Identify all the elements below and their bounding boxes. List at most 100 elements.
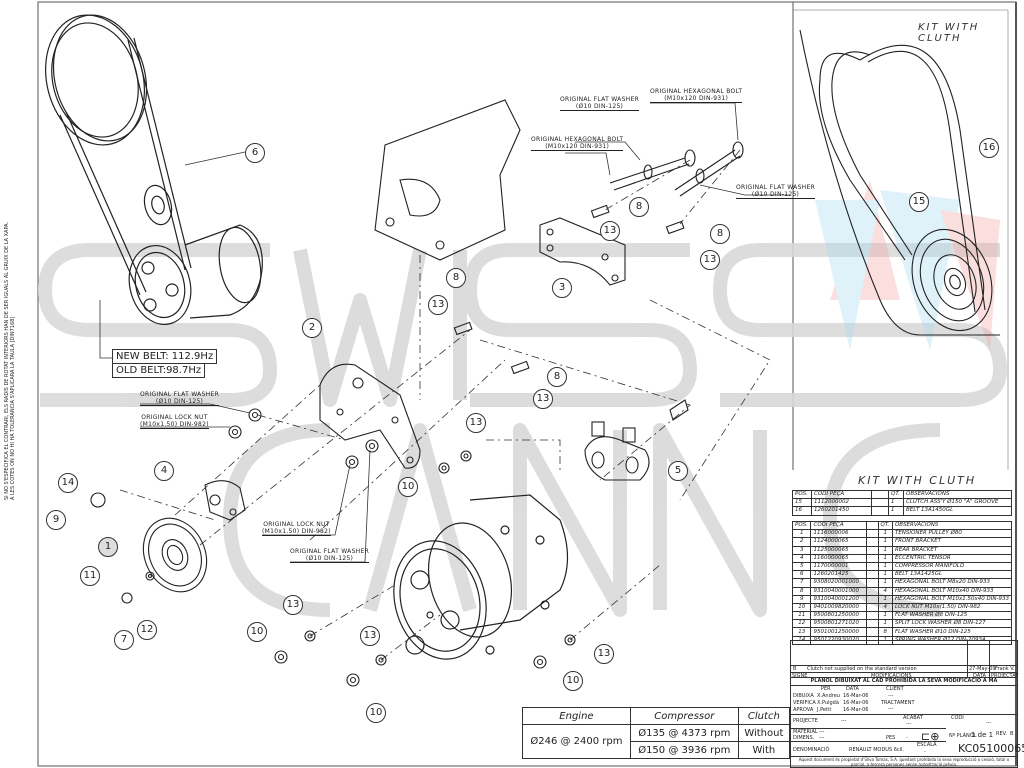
signoff-per: X.Andreu [817, 693, 840, 699]
header-pos: POS. [791, 520, 812, 531]
cell-code: 1124000065 [810, 537, 868, 547]
mod-header-index: SIGNE [792, 673, 808, 679]
spec-engine-value: Ø246 @ 2400 rpm [522, 724, 631, 759]
cell-code: 1160000065 [810, 553, 868, 563]
kit-parts-table: POS. CODI PEÇA QT. OBSERVACIONS 15 11120… [792, 489, 1012, 516]
spacer-cell [866, 529, 879, 539]
header-qty: QT. [888, 489, 904, 500]
planol-label: Nº PLÀNOL [949, 733, 977, 739]
data-label: DATA [846, 686, 859, 692]
mod-text: Clutch not supplied on the standard vers… [807, 666, 917, 672]
balloon-10-c: 10 [366, 703, 386, 723]
spacer-cell [866, 619, 879, 629]
spec-clutch-value: Without [737, 724, 791, 742]
side-note: SI NO S'ESPECIFICA EL CONTRARI, ELS RADI… [4, 222, 16, 500]
callout-flat-washer-left: ORIGINAL FLAT WASHER(Ø10 DIN-125) [140, 391, 220, 406]
cell-pos: 12 [791, 619, 812, 629]
new-belt-frequency: NEW BELT: 112.9Hz [112, 349, 218, 364]
spacer-cell [866, 553, 879, 563]
denominacio-label: DENOMINACIÓ [793, 747, 830, 753]
callout-hex-bolt-top-right: ORIGINAL HEXAGONAL BOLT(M10x120 DIN-931) [650, 88, 743, 103]
watermark-logo [38, 243, 1007, 617]
escala-value: - [924, 749, 926, 755]
balloon-10-a: 10 [398, 477, 418, 497]
signoff-date: 16-Mar-06 [843, 700, 869, 706]
balloon-10-b: 10 [247, 622, 267, 642]
cell-code: 9310040001200 [810, 594, 868, 604]
kit-table-header: POS. CODI PEÇA QT. OBSERVACIONS [792, 489, 1012, 500]
balloon-8-d: 8 [547, 367, 567, 387]
balloon-8-c: 8 [446, 268, 466, 288]
cell-pos: 6 [791, 570, 812, 580]
cell-observations: FRONT BRACKET [891, 537, 1013, 547]
spec-compressor-value: Ø150 @ 3936 rpm [629, 741, 739, 759]
spacer-cell [866, 594, 879, 604]
cell-code: 9500801250000 [810, 611, 868, 621]
spec-header-engine: Engine [522, 707, 631, 725]
cell-observations: HEXAGONAL BOLT M10x40 DIN-933 [891, 586, 1013, 596]
cad-notice: PLÀNOL DIBUIXAT AL CAD PROHIBIDA LA SEVA… [810, 678, 998, 684]
balloon-13-h: 13 [594, 644, 614, 664]
assembled-belt-drive [44, 14, 263, 326]
balloon-3: 3 [552, 278, 572, 298]
tractament-label: TRACTAMENT [881, 700, 915, 706]
balloon-10-d: 10 [563, 671, 583, 691]
cell-qty: 1 [877, 545, 893, 555]
cell-code: 9500801271020 [810, 619, 868, 629]
bolts-top [609, 141, 744, 197]
balloon-7: 7 [114, 630, 134, 650]
mod-by: Frank V. [995, 666, 1015, 672]
table-row: 15 1112000002 1 CLUTCH ASS'Y Ø150 "A" GR… [792, 498, 1012, 508]
spacer-cell [866, 537, 879, 547]
client-value: --- [888, 693, 894, 699]
cell-qty: 1 [877, 537, 893, 547]
spec-header-clutch: Clutch [737, 707, 791, 725]
cell-code: 9308020001000 [810, 578, 868, 588]
signoff-date: 16-Mar-06 [843, 693, 869, 699]
projecte-value: --- [841, 718, 847, 724]
codi-label: CODI [951, 715, 964, 721]
tractament-value: --- [888, 706, 894, 712]
balloon-13-f: 13 [283, 595, 303, 615]
projecte-label: PROJECTE [793, 718, 818, 724]
cell-qty: 1 [877, 570, 893, 580]
title-block: PLÀNOL DIBUIXAT AL CAD PROHIBIDA LA SEVA… [790, 677, 1024, 768]
header-code: CODI PEÇA [810, 520, 868, 531]
balloon-1: 1 [98, 537, 118, 557]
mod-index: B [793, 666, 797, 672]
rev-value: B [1010, 731, 1014, 737]
modifications-block: B Clutch not supplied on the standard ve… [790, 640, 1018, 679]
balloon-13-d: 13 [533, 389, 553, 409]
cell-code: 1260201450 [811, 506, 872, 516]
cell-pos: 2 [791, 537, 812, 547]
header-qty: QT. [877, 520, 893, 531]
balloon-9: 9 [46, 510, 66, 530]
signoff-per: X.Puigdà [817, 700, 839, 706]
cell-code: 9501001250000 [810, 627, 868, 637]
cell-observations: ECCENTRIC TENSOR [891, 553, 1013, 563]
spacer-cell [866, 627, 879, 637]
pulley-spec-table: Engine Compressor Clutch Ø246 @ 2400 rpm… [522, 707, 791, 759]
cell-observations: HEXAGONAL BOLT M10x1.50x40 DIN-933 [891, 594, 1013, 604]
leader-lines-top [565, 102, 790, 196]
cell-qty: 1 [877, 619, 893, 629]
signoff-per: J.Petit [817, 707, 832, 713]
rev-label: REV. [996, 731, 1007, 737]
cell-code: 1170000001 [810, 561, 868, 572]
cell-observations: FLAT WASHER Ø10 DIN-125 [891, 627, 1013, 637]
rear-bracket [539, 217, 626, 286]
cell-qty: 1 [877, 553, 893, 563]
dimens-value: --- [819, 735, 825, 741]
compressor [393, 494, 569, 660]
cell-pos: 13 [791, 627, 812, 637]
balloon-13-b: 13 [700, 250, 720, 270]
balloon-13-c: 13 [428, 295, 448, 315]
drawing-number: KC05100065 [958, 742, 1024, 755]
